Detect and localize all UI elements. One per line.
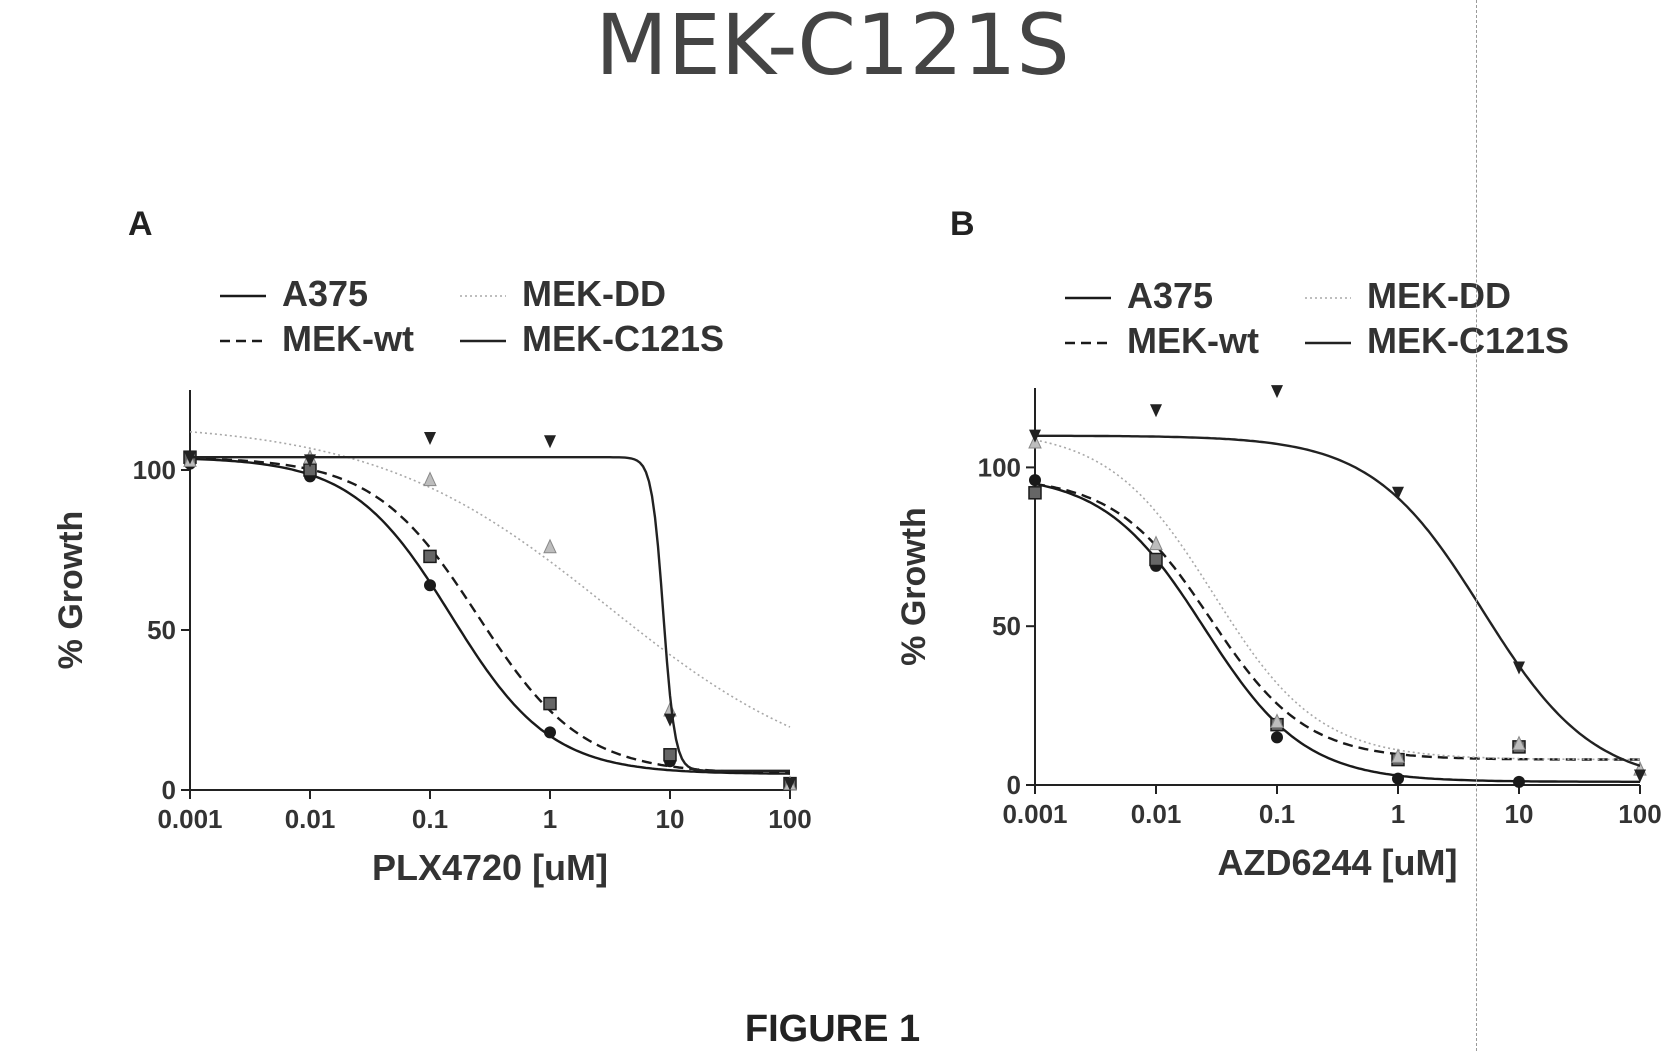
panel-b-x-tick-label: 10	[1505, 799, 1534, 829]
panel-b-series-mek-wt-point	[1150, 554, 1162, 566]
panel-b-x-tick-label: 0.1	[1259, 799, 1295, 829]
panel-b-series-mek-c121s-curve	[1035, 436, 1640, 766]
panel-b-series-mek-dd-curve	[1035, 440, 1640, 760]
panel-b-x-axis-label: AZD6244 [uM]	[1217, 842, 1457, 883]
panel-b-series-mek-wt-point	[1029, 487, 1041, 499]
panel-b-series-a375-point	[1513, 776, 1525, 788]
panel-b-x-tick-label: 100	[1618, 799, 1661, 829]
panel-b-series-mek-c121s-point	[1271, 385, 1283, 398]
panel-b-legend-label: A375	[1127, 275, 1213, 316]
panel-b-legend-label: MEK-wt	[1127, 320, 1259, 361]
panel-b-y-axis-label: % Growth	[895, 507, 933, 666]
panel-b-series-mek-dd-point	[1150, 537, 1162, 550]
panel-b-series-a375-point	[1271, 731, 1283, 743]
panel-b-series-a375-curve	[1035, 484, 1640, 782]
figure-label: FIGURE 1	[0, 1008, 1665, 1051]
panel-b-x-tick-label: 1	[1391, 799, 1405, 829]
panel-b-y-tick-label: 50	[992, 611, 1021, 641]
panel-b-x-tick-label: 0.01	[1131, 799, 1182, 829]
panel-b-legend-label: MEK-C121S	[1367, 320, 1569, 361]
panel-b-series-a375-point	[1392, 773, 1404, 785]
panel-b-series-mek-c121s-point	[1150, 404, 1162, 417]
panel-b-series-mek-wt-curve	[1035, 484, 1640, 760]
panel-b-y-tick-label: 0	[1007, 770, 1021, 800]
panel-b-series-mek-c121s-point	[1634, 769, 1646, 782]
scan-divider	[1476, 0, 1477, 1051]
panel-b-y-tick-label: 100	[978, 452, 1021, 482]
panel-b-x-tick-label: 0.001	[1002, 799, 1067, 829]
panel-b-legend-label: MEK-DD	[1367, 275, 1511, 316]
